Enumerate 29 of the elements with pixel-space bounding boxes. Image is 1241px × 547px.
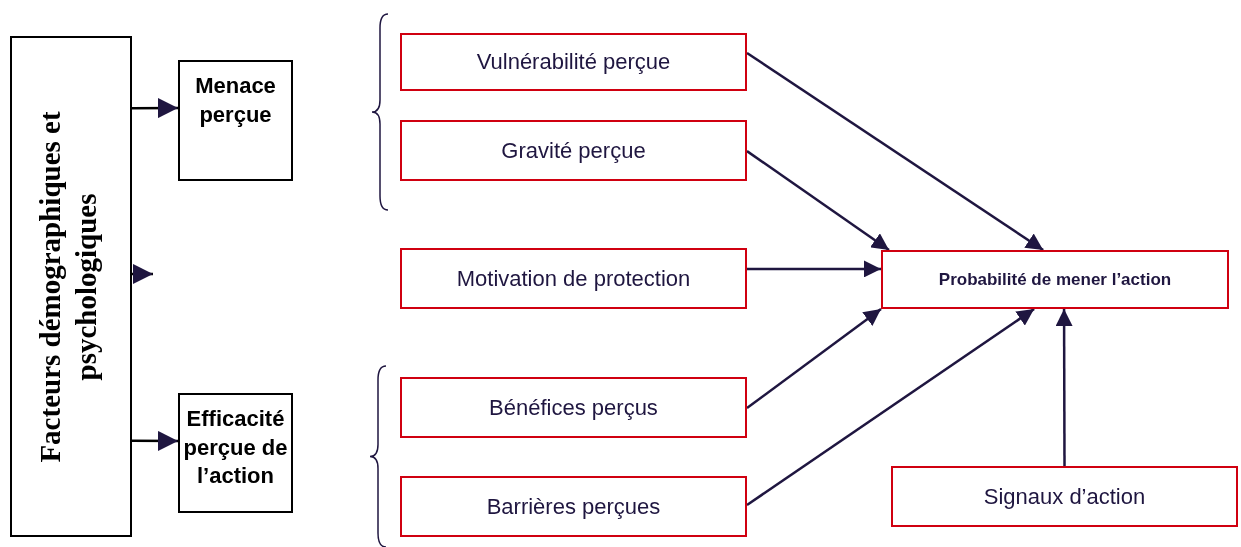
box-label: Gravité perçue — [501, 137, 646, 164]
factor-box — [10, 36, 132, 537]
concept-box — [891, 466, 1238, 527]
arrow — [746, 307, 1035, 506]
concept-box — [881, 250, 1229, 309]
arrow — [746, 150, 890, 252]
box-label: Probabilité de mener l’action — [938, 269, 1172, 290]
box-label: Motivation de protection — [456, 265, 691, 292]
arrow — [746, 51, 1044, 252]
concept-box — [400, 476, 747, 537]
concept-box — [400, 248, 747, 309]
box-label: Barrières perçues — [486, 493, 661, 520]
arrow — [132, 264, 153, 284]
arrow — [1055, 309, 1073, 466]
box-label: Efficacité perçue de l’action — [182, 405, 289, 491]
box-label: Bénéfices perçus — [489, 394, 658, 421]
box-label: Vulnérabilité perçue — [476, 49, 671, 75]
concept-box — [400, 377, 747, 438]
concept-box — [400, 120, 747, 181]
box-label: Signaux d’action — [983, 483, 1146, 510]
concept-box — [400, 33, 747, 91]
arrow — [132, 98, 178, 119]
concept-box — [178, 393, 293, 513]
factor-label: Facteurs démographiques et psychologiques — [32, 109, 103, 465]
box-label: Menace perçue — [194, 72, 277, 129]
arrow — [132, 430, 178, 451]
arrow — [747, 260, 881, 278]
arrow — [746, 308, 882, 410]
concept-box — [178, 60, 293, 181]
